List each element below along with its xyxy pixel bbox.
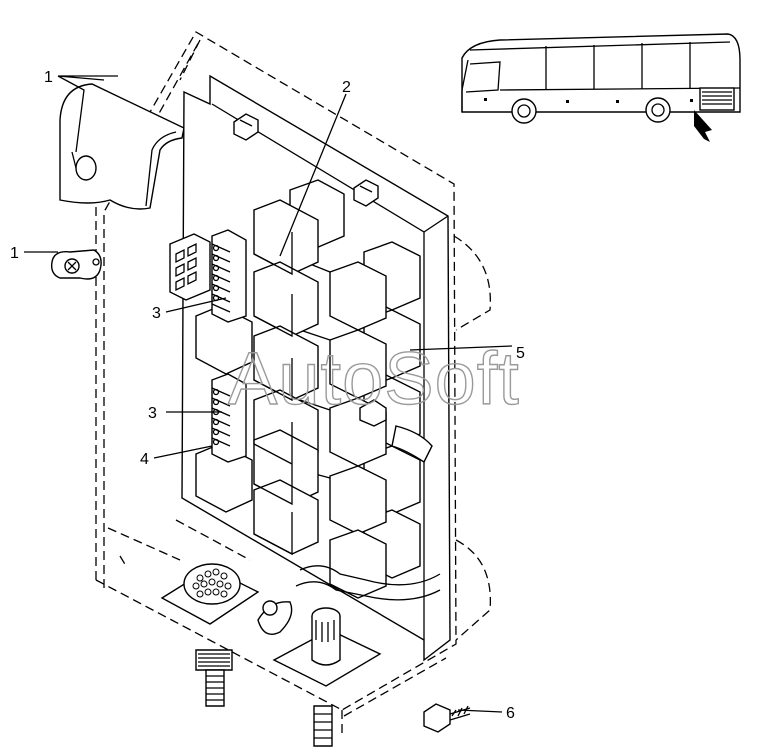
callout-2: 2 — [342, 79, 351, 96]
callout-3-upper: 3 — [152, 305, 161, 322]
flange-nut — [50, 249, 102, 280]
plate-bolt — [353, 179, 379, 207]
mounting-bracket — [59, 83, 185, 210]
bus-locator-inset — [461, 33, 741, 142]
multipin-connector — [160, 563, 260, 707]
fuse-strip-upper — [211, 229, 247, 323]
wiring-harness — [295, 399, 441, 601]
terminal-post — [272, 607, 382, 747]
callout-4: 4 — [140, 451, 149, 468]
callout-6: 6 — [506, 705, 515, 722]
callout-3-lower: 3 — [148, 405, 157, 422]
self-tapping-screw — [423, 703, 471, 733]
callout-5: 5 — [516, 345, 525, 362]
location-arrow-icon — [694, 110, 712, 142]
fuse-strip-lower — [211, 373, 247, 463]
callout-1-top: 1 — [44, 69, 53, 86]
relay-block-middle — [299, 259, 387, 599]
watermark: AutoSoft — [228, 337, 520, 420]
plate-bolt — [233, 113, 259, 141]
leader-lines — [24, 75, 513, 713]
ground-terminal — [257, 600, 293, 635]
callout-1-left: 1 — [10, 245, 19, 262]
side-relay — [195, 305, 253, 513]
relay-block-front — [253, 199, 319, 556]
fuse-holder — [169, 233, 211, 301]
